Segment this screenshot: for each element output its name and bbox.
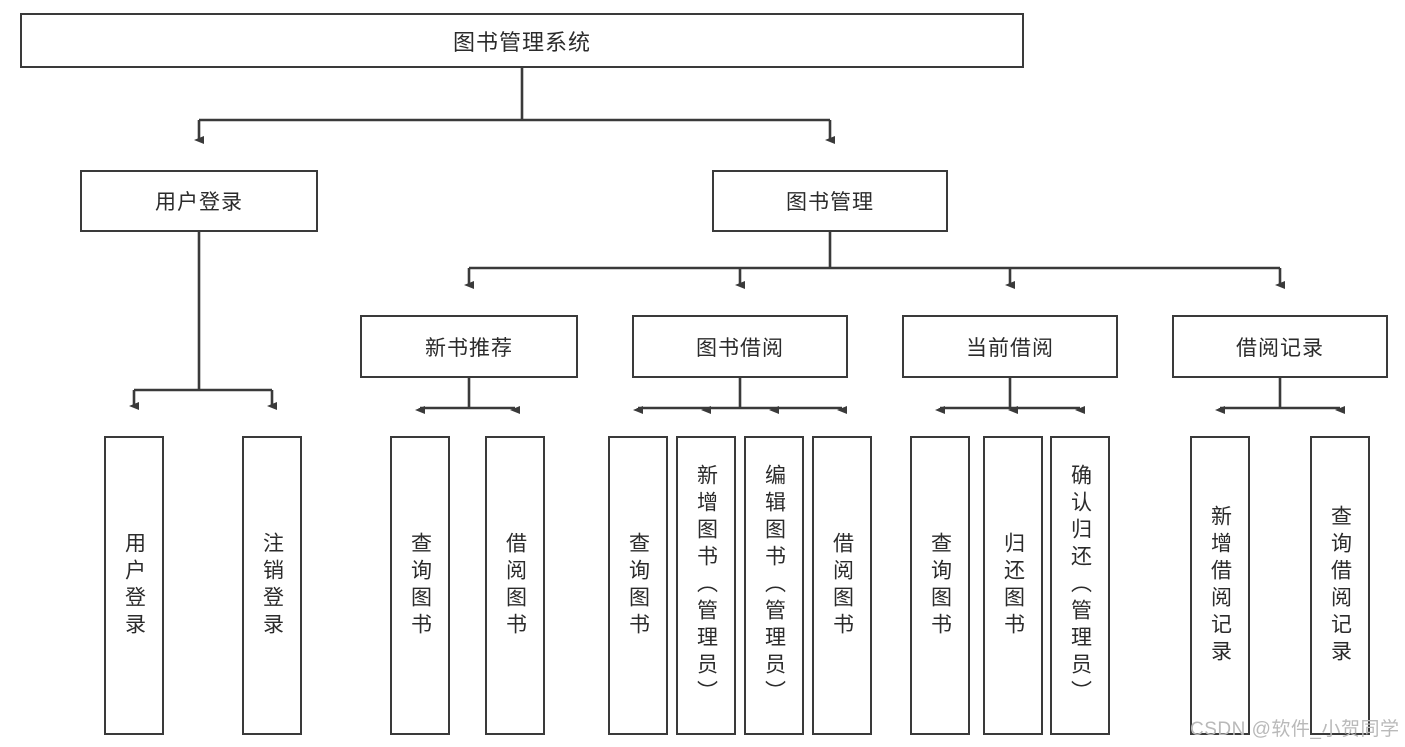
- node-label: 借阅记录: [1236, 336, 1324, 360]
- node-leaf: 新增图书（管理员）: [676, 436, 736, 735]
- node-current-borrow: 当前借阅: [902, 315, 1118, 378]
- node-leaf: 查询借阅记录: [1310, 436, 1370, 735]
- node-label: 图书借阅: [696, 336, 784, 360]
- node-leaf: 查询图书: [910, 436, 970, 735]
- node-leaf: 归还图书: [983, 436, 1043, 735]
- node-leaf: 注销登录: [242, 436, 302, 735]
- node-label: 编辑图书（管理员）: [762, 464, 786, 707]
- node-label: 注销登录: [260, 531, 284, 640]
- node-label: 图书管理: [786, 191, 874, 214]
- node-label: 借阅图书: [830, 531, 854, 640]
- node-leaf: 确认归还（管理员）: [1050, 436, 1110, 735]
- node-label: 图书管理系统: [452, 29, 591, 55]
- node-label: 归还图书: [1001, 531, 1025, 640]
- watermark: CSDN @软件_小贺同学: [1190, 719, 1400, 740]
- node-label: 查询图书: [626, 531, 650, 640]
- node-label: 新增借阅记录: [1208, 504, 1232, 667]
- node-label: 当前借阅: [966, 336, 1054, 360]
- node-label: 用户登录: [155, 191, 243, 214]
- node-label: 新书推荐: [425, 336, 513, 360]
- node-borrow-records: 借阅记录: [1172, 315, 1388, 378]
- node-label: 用户登录: [122, 531, 146, 640]
- node-label: 查询借阅记录: [1328, 504, 1352, 667]
- node-leaf: 编辑图书（管理员）: [744, 436, 804, 735]
- node-label: 查询图书: [408, 531, 432, 640]
- node-book-borrow: 图书借阅: [632, 315, 848, 378]
- node-leaf: 查询图书: [608, 436, 668, 735]
- node-leaf: 借阅图书: [485, 436, 545, 735]
- node-leaf: 查询图书: [390, 436, 450, 735]
- node-book-management: 图书管理: [712, 170, 948, 232]
- node-label: 确认归还（管理员）: [1068, 464, 1092, 707]
- node-label: 查询图书: [928, 531, 952, 640]
- node-leaf: 借阅图书: [812, 436, 872, 735]
- node-root: 图书管理系统: [20, 13, 1024, 68]
- node-label: 新增图书（管理员）: [694, 464, 718, 707]
- node-user-login: 用户登录: [80, 170, 318, 232]
- node-label: 借阅图书: [503, 531, 527, 640]
- node-new-book-recommend: 新书推荐: [360, 315, 578, 378]
- node-leaf: 新增借阅记录: [1190, 436, 1250, 735]
- node-leaf: 用户登录: [104, 436, 164, 735]
